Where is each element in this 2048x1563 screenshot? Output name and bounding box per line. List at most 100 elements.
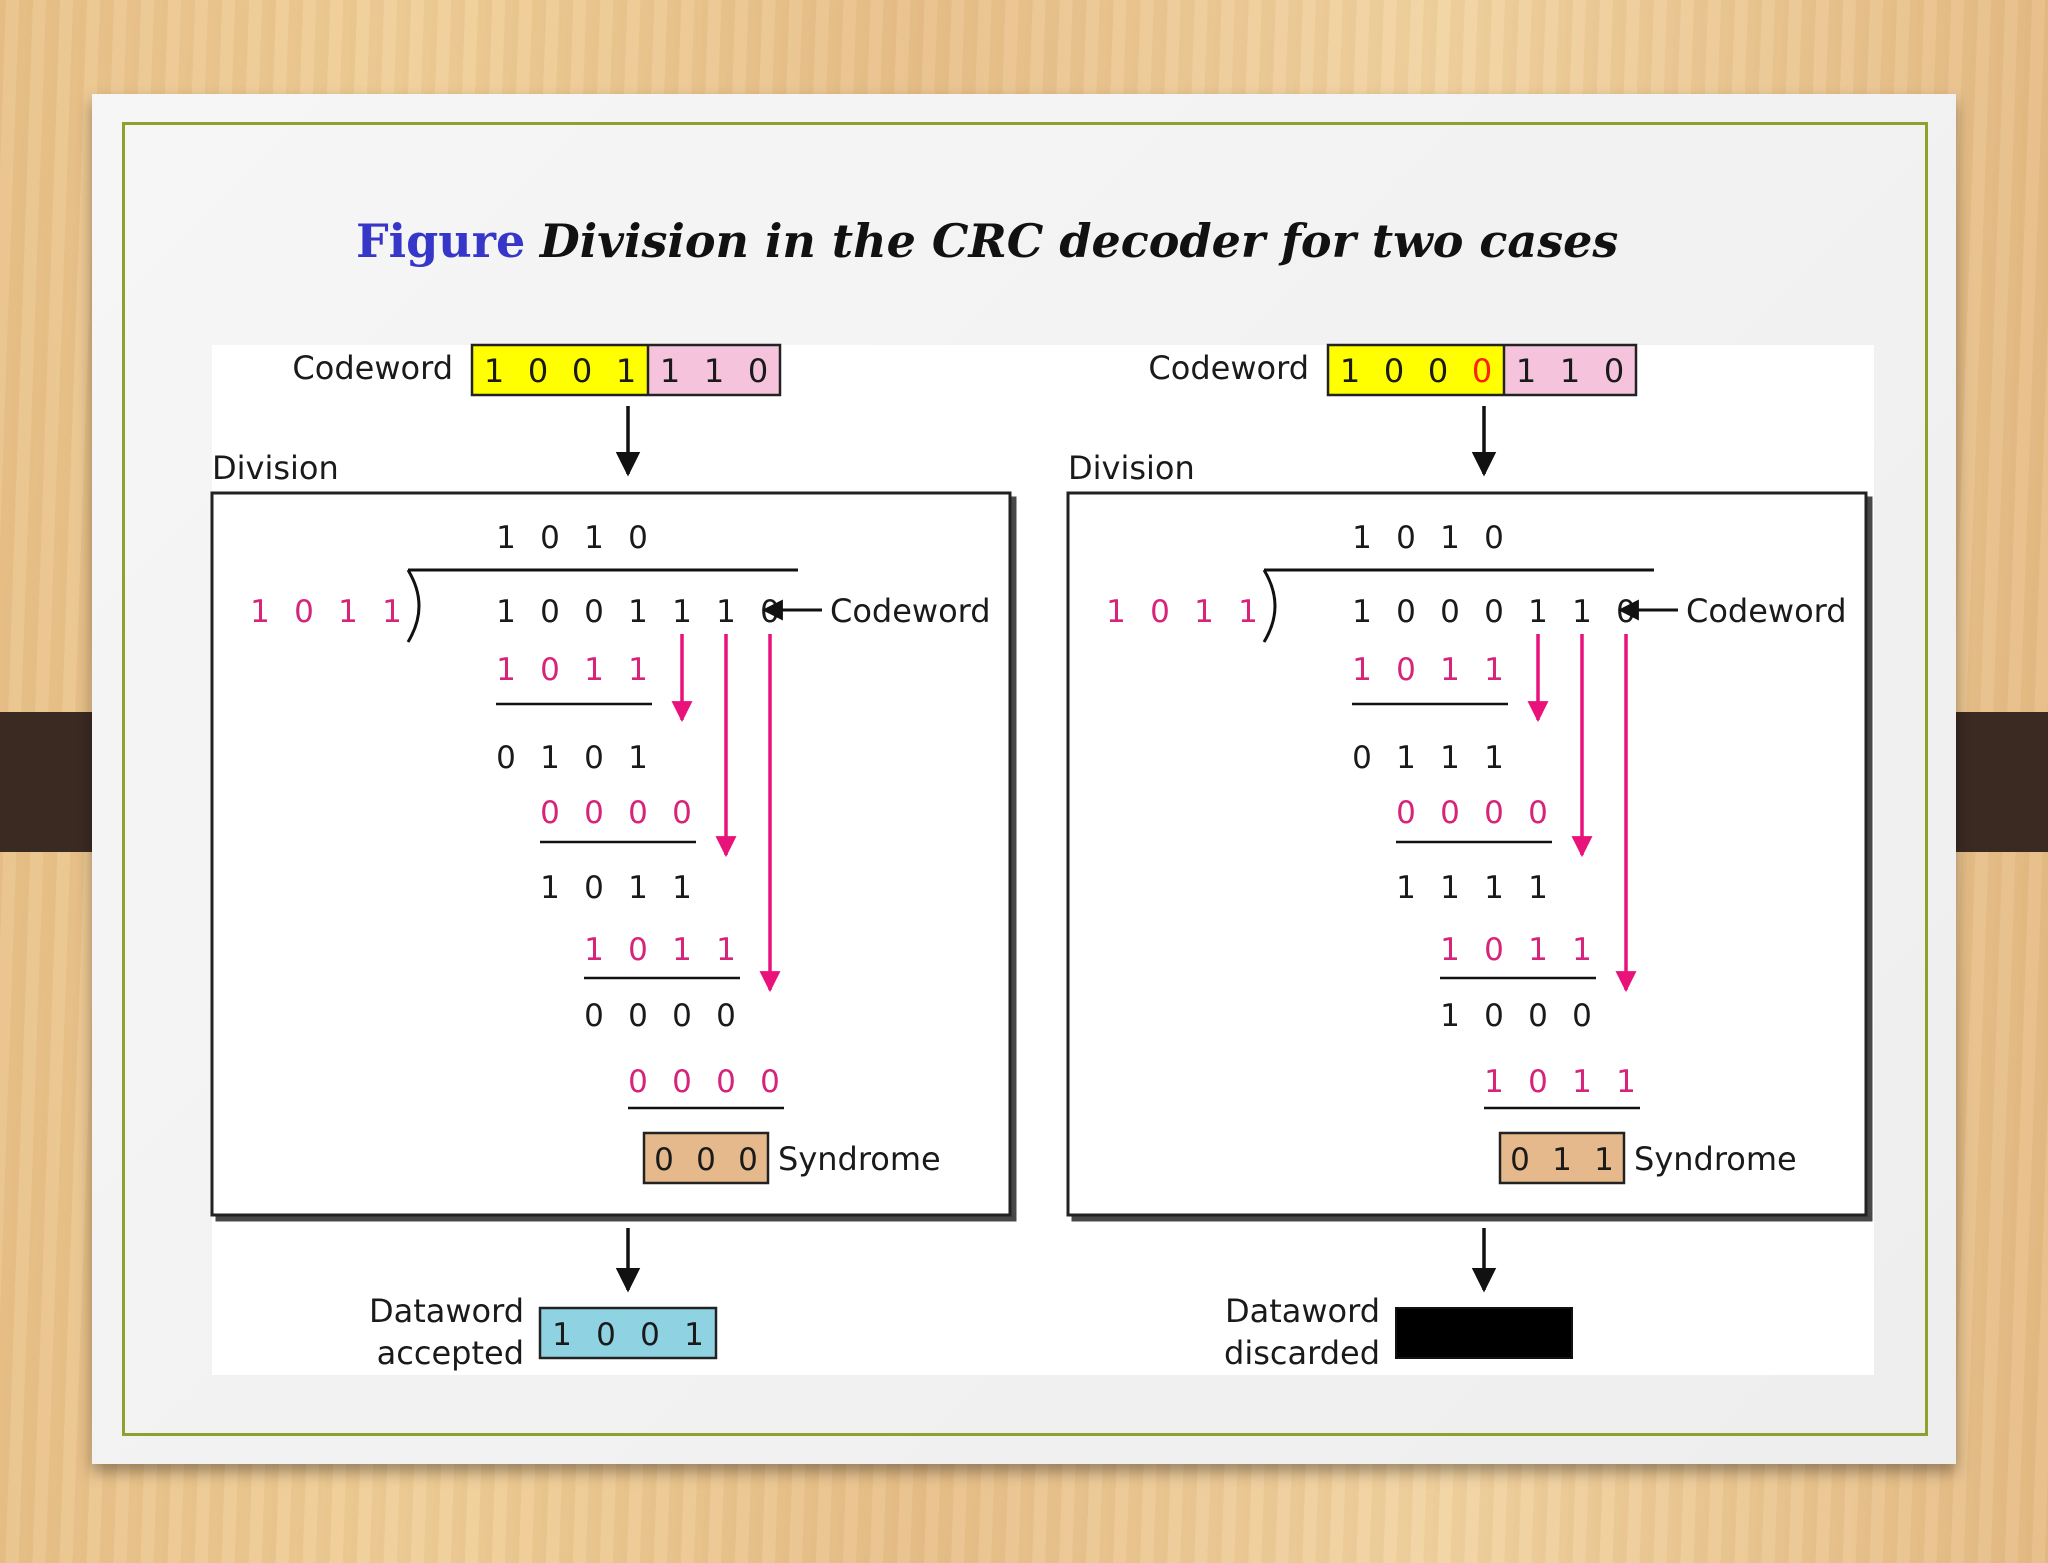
divisor-digit: 0 — [1150, 594, 1170, 630]
subtrahend-digit: 0 — [540, 652, 560, 688]
remainder-digit: 0 — [496, 740, 516, 776]
dividend-digit: 1 — [1572, 594, 1592, 630]
subtrahend-digit: 0 — [540, 795, 560, 831]
remainder-digit: 1 — [628, 740, 648, 776]
dataword-label: Dataword — [369, 1292, 524, 1330]
division-bracket — [406, 569, 421, 643]
remainder-digit: 1 — [1484, 740, 1504, 776]
subtrahend-digit: 1 — [584, 932, 604, 968]
codeword-redundant-cell — [648, 345, 692, 395]
subtrahend-digit: 1 — [628, 652, 648, 688]
subtrahend-digit: 0 — [1440, 795, 1460, 831]
codeword-box — [470, 343, 782, 397]
syndrome-bit: 0 — [1510, 1142, 1530, 1178]
dividend-digit: 1 — [628, 594, 648, 630]
quotient-digit: 0 — [1484, 520, 1504, 556]
remainder-digit: 1 — [540, 870, 560, 906]
remainder-digit: 1 — [1440, 870, 1460, 906]
division-box — [1066, 491, 1868, 1217]
remainder-digit: 0 — [584, 998, 604, 1034]
subtrahend-digit: 1 — [716, 932, 736, 968]
dataword-bit: 1 — [684, 1317, 704, 1353]
codeword-redundant-cell — [736, 345, 780, 395]
codeword-redundant-bit: 0 — [748, 352, 768, 390]
codeword-redundant-cell — [1504, 345, 1548, 395]
subtrahend-digit: 0 — [716, 1064, 736, 1100]
remainder-digit: 1 — [1396, 740, 1416, 776]
divisor-digit: 1 — [1238, 594, 1258, 630]
remainder-digit: 0 — [1484, 998, 1504, 1034]
subtrahend-digit: 0 — [628, 795, 648, 831]
codeword-data-cell — [1460, 345, 1504, 395]
subtrahend-digit: 1 — [1572, 932, 1592, 968]
codeword-label: Codeword — [1148, 349, 1309, 387]
codeword-annotation-label: Codeword — [830, 592, 991, 630]
remainder-digit: 0 — [716, 998, 736, 1034]
dividend-digit: 0 — [1396, 594, 1416, 630]
dividend-digit: 0 — [1440, 594, 1460, 630]
syndrome-bit: 0 — [738, 1142, 758, 1178]
accepted-dataword-box — [538, 1306, 718, 1360]
remainder-digit: 1 — [540, 740, 560, 776]
subtrahend-digit: 0 — [1396, 795, 1416, 831]
dividend-digit: 0 — [540, 594, 560, 630]
syndrome-label: Syndrome — [1634, 1140, 1797, 1178]
subtrahend-digit: 1 — [1484, 1064, 1504, 1100]
division-label: Division — [212, 449, 339, 487]
syndrome-bit: 1 — [1594, 1142, 1614, 1178]
subtrahend-digit: 1 — [1484, 652, 1504, 688]
syndrome-bit: 0 — [696, 1142, 716, 1178]
syndrome-box — [642, 1131, 770, 1185]
remainder-digit: 0 — [584, 870, 604, 906]
divisor-digit: 1 — [382, 594, 402, 630]
subtrahend-digit: 0 — [628, 932, 648, 968]
codeword-data-cell — [516, 345, 560, 395]
codeword-annotation-label: Codeword — [1686, 592, 1847, 630]
remainder-digit: 1 — [628, 870, 648, 906]
codeword-box — [1326, 343, 1638, 397]
quotient-digit: 0 — [1396, 520, 1416, 556]
subtrahend-digit: 0 — [1528, 795, 1548, 831]
discarded-dataword-box — [1395, 1307, 1573, 1359]
dividend-digit: 0 — [1616, 594, 1636, 630]
codeword-error-bit: 0 — [1472, 352, 1492, 390]
division-label: Division — [1068, 449, 1195, 487]
divisor-digit: 0 — [294, 594, 314, 630]
codeword-redundant-bit: 0 — [1604, 352, 1624, 390]
quotient-digit: 1 — [584, 520, 604, 556]
remainder-digit: 0 — [1572, 998, 1592, 1034]
codeword-data-bit: 0 — [1384, 352, 1404, 390]
codeword-redundant-bit: 1 — [704, 352, 724, 390]
subtrahend-digit: 1 — [496, 652, 516, 688]
remainder-digit: 1 — [1528, 870, 1548, 906]
syndrome-label: Syndrome — [778, 1140, 941, 1178]
quotient-digit: 1 — [496, 520, 516, 556]
codeword-data-cell — [1372, 345, 1416, 395]
title-prefix: Figure — [356, 214, 526, 268]
syndrome-bit: 0 — [654, 1142, 674, 1178]
codeword-data-bit: 0 — [528, 352, 548, 390]
remainder-digit: 0 — [1352, 740, 1372, 776]
subtrahend-digit: 1 — [672, 932, 692, 968]
dataword-status-label: accepted — [377, 1334, 524, 1372]
remainder-digit: 0 — [628, 998, 648, 1034]
quotient-digit: 1 — [1352, 520, 1372, 556]
codeword-redundant-cell — [692, 345, 736, 395]
subtrahend-digit: 0 — [1396, 652, 1416, 688]
dataword-label: Dataword — [1225, 1292, 1380, 1330]
dividend-digit: 0 — [1484, 594, 1504, 630]
codeword-label: Codeword — [292, 349, 453, 387]
dividend-digit: 1 — [496, 594, 516, 630]
divisor-digit: 1 — [250, 594, 270, 630]
remainder-digit: 1 — [1484, 870, 1504, 906]
codeword-redundant-bit: 1 — [1560, 352, 1580, 390]
syndrome-box — [1498, 1131, 1626, 1185]
subtrahend-digit: 0 — [1484, 795, 1504, 831]
remainder-digit: 0 — [1528, 998, 1548, 1034]
dividend-digit: 1 — [716, 594, 736, 630]
dataword-bit: 1 — [552, 1317, 572, 1353]
dataword-status-label: discarded — [1224, 1334, 1380, 1372]
codeword-data-bit: 0 — [572, 352, 592, 390]
